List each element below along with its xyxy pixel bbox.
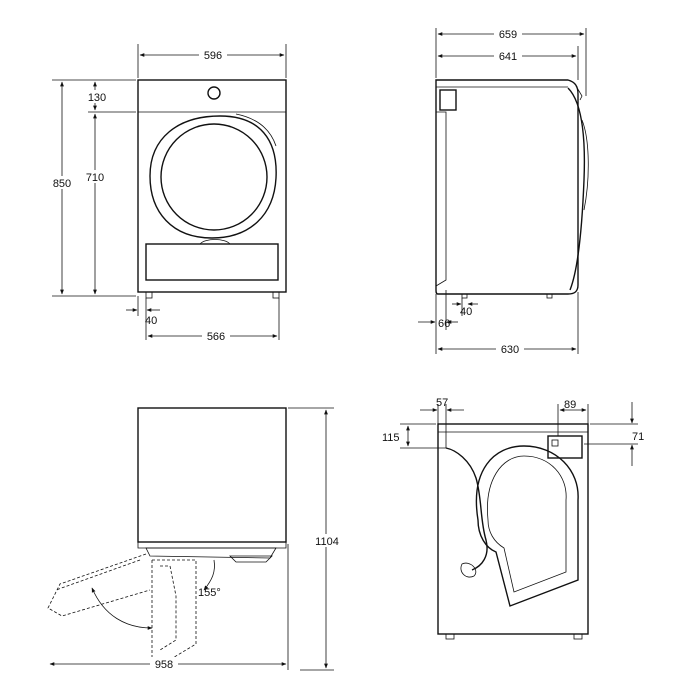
front-foot-right xyxy=(272,291,280,299)
side-view: 659 641 40 66 630 xyxy=(418,27,589,356)
front-width-label: 596 xyxy=(204,50,222,62)
outlet-box xyxy=(547,435,583,459)
rear-hose-loop xyxy=(475,445,579,607)
outlet-x-label: 89 xyxy=(564,399,576,411)
lower-panel xyxy=(145,243,279,281)
hose-offset-y-label: 115 xyxy=(382,432,400,444)
side-depth-body-label: 630 xyxy=(501,344,519,356)
side-foot-rear xyxy=(546,293,553,299)
side-depth-total-label: 659 xyxy=(499,29,517,41)
side-foot-front xyxy=(461,293,468,299)
top-panel-label: 130 xyxy=(88,92,106,104)
side-rear-offset-label: 66 xyxy=(438,318,450,330)
angle-arc xyxy=(91,587,153,630)
door-glass xyxy=(160,123,268,231)
open-depth-label: 958 xyxy=(155,659,173,671)
outlet-y-label: 71 xyxy=(632,431,644,443)
open-base xyxy=(145,547,277,559)
side-body xyxy=(435,79,579,295)
hose-offset-x-label: 57 xyxy=(436,397,448,409)
door-outer xyxy=(149,115,277,239)
program-knob-icon xyxy=(207,86,221,100)
door-angle-label: 155° xyxy=(198,587,221,599)
rear-foot-left xyxy=(445,633,455,640)
open-door-outline xyxy=(47,553,151,617)
front-height-label: 850 xyxy=(53,178,71,190)
open-body xyxy=(137,407,287,543)
rear-foot-right xyxy=(573,633,583,640)
front-view: 596 850 130 710 40 566 xyxy=(48,44,287,343)
door-height-label: 710 xyxy=(86,172,104,184)
side-depth-top-label: 641 xyxy=(499,51,517,63)
foot-span-label: 566 xyxy=(207,331,225,343)
side-foot-offset-label: 40 xyxy=(460,306,472,318)
rear-body xyxy=(437,423,589,635)
open-height-label: 1104 xyxy=(315,536,339,548)
rear-view: 57 115 89 71 xyxy=(382,397,644,640)
front-body xyxy=(137,79,287,293)
side-top-box xyxy=(439,89,457,111)
door-open-view: 155° 1104 958 xyxy=(47,407,344,671)
front-foot-inset-label: 40 xyxy=(145,315,157,327)
lower-door-outline xyxy=(152,559,197,669)
front-foot-left xyxy=(145,291,153,299)
drain-hose xyxy=(445,447,488,571)
side-door-profile xyxy=(567,87,586,291)
